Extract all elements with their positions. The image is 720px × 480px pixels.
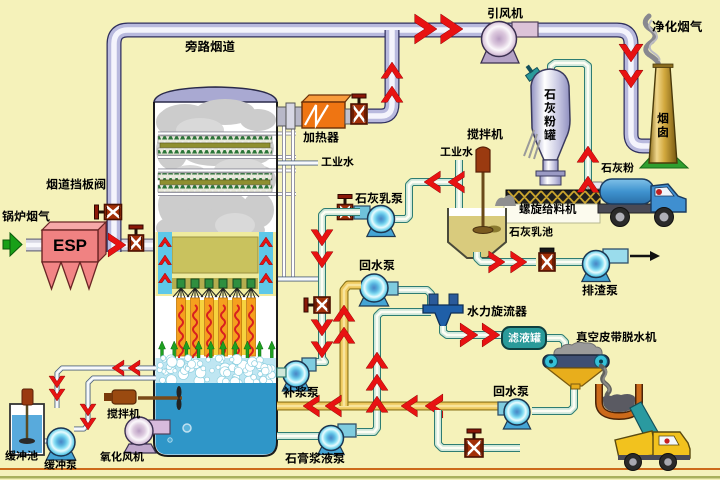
svg-text:ESP: ESP	[53, 236, 87, 255]
